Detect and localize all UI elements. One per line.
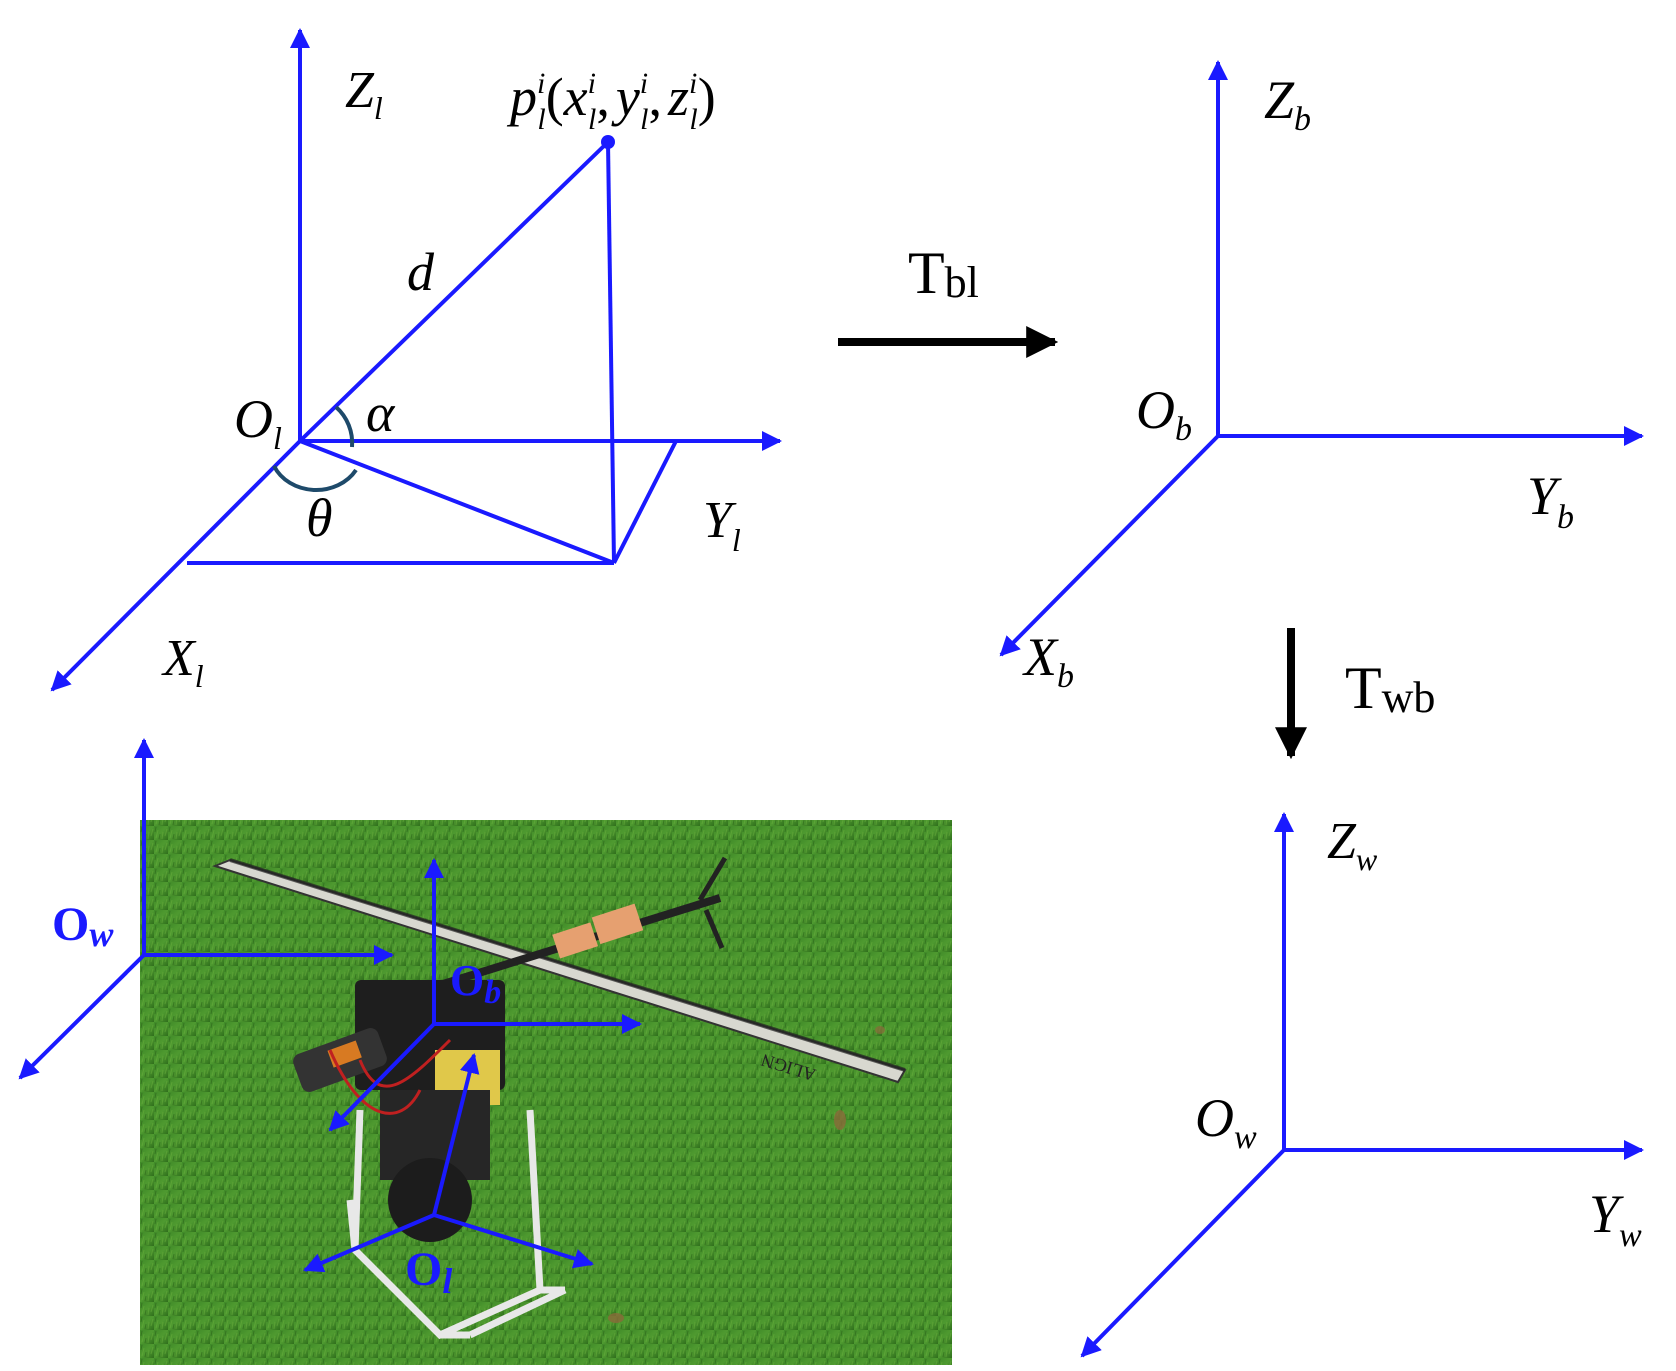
- transform-bl-label: Tbl: [908, 240, 979, 307]
- lidar-x-label: Xl: [161, 630, 204, 694]
- lidar-z-label: Zl: [345, 62, 383, 126]
- ground-parallelogram-right: [612, 440, 678, 564]
- helicopter-photo: ALIGN Ow Ob Ol: [18, 738, 952, 1365]
- body-x-label: Xb: [1022, 627, 1074, 695]
- world-origin-label: Ow: [1195, 1088, 1257, 1156]
- point-vertical-line: [606, 141, 616, 564]
- lidar-x-axis: [50, 439, 302, 692]
- theta-label: θ: [306, 488, 333, 548]
- body-frame: [999, 60, 1644, 657]
- photo-world-origin-label: Ow: [52, 898, 114, 954]
- world-y-label: Yw: [1589, 1184, 1642, 1254]
- lidar-point-marker: [601, 135, 615, 149]
- world-z-label: Zw: [1327, 813, 1378, 877]
- projection-line: [299, 439, 615, 565]
- landing-gear: [346, 1109, 567, 1340]
- transform-wb-label: Twb: [1345, 655, 1435, 722]
- grass-background: [140, 820, 952, 1365]
- body-z-label: Zb: [1264, 70, 1311, 138]
- photo-lidar-origin-label: Ol: [405, 1243, 452, 1301]
- photo-body-origin-label: Ob: [450, 956, 501, 1011]
- photo-world-x-axis: [18, 953, 146, 1080]
- photo-body-x-axis: [328, 1022, 436, 1132]
- theta-arc: [272, 465, 358, 492]
- lidar-y-label: Yl: [703, 492, 741, 558]
- photo-lidar-y-axis: [433, 1213, 594, 1269]
- alpha-arc: [334, 405, 355, 448]
- photo-lidar-z-axis: [432, 1053, 480, 1216]
- world-x-axis: [1080, 1148, 1286, 1358]
- alpha-label: α: [366, 383, 396, 443]
- world-frame: [1080, 812, 1644, 1358]
- body-origin-label: Ob: [1136, 380, 1192, 448]
- photo-lidar-x-axis: [303, 1213, 435, 1273]
- lidar-origin-label: Ol: [234, 389, 282, 456]
- lidar-frame: [50, 28, 782, 692]
- distance-label: d: [407, 242, 435, 302]
- body-x-axis: [999, 434, 1220, 657]
- body-y-label: Yb: [1527, 466, 1574, 536]
- lidar-range-line: [298, 140, 610, 443]
